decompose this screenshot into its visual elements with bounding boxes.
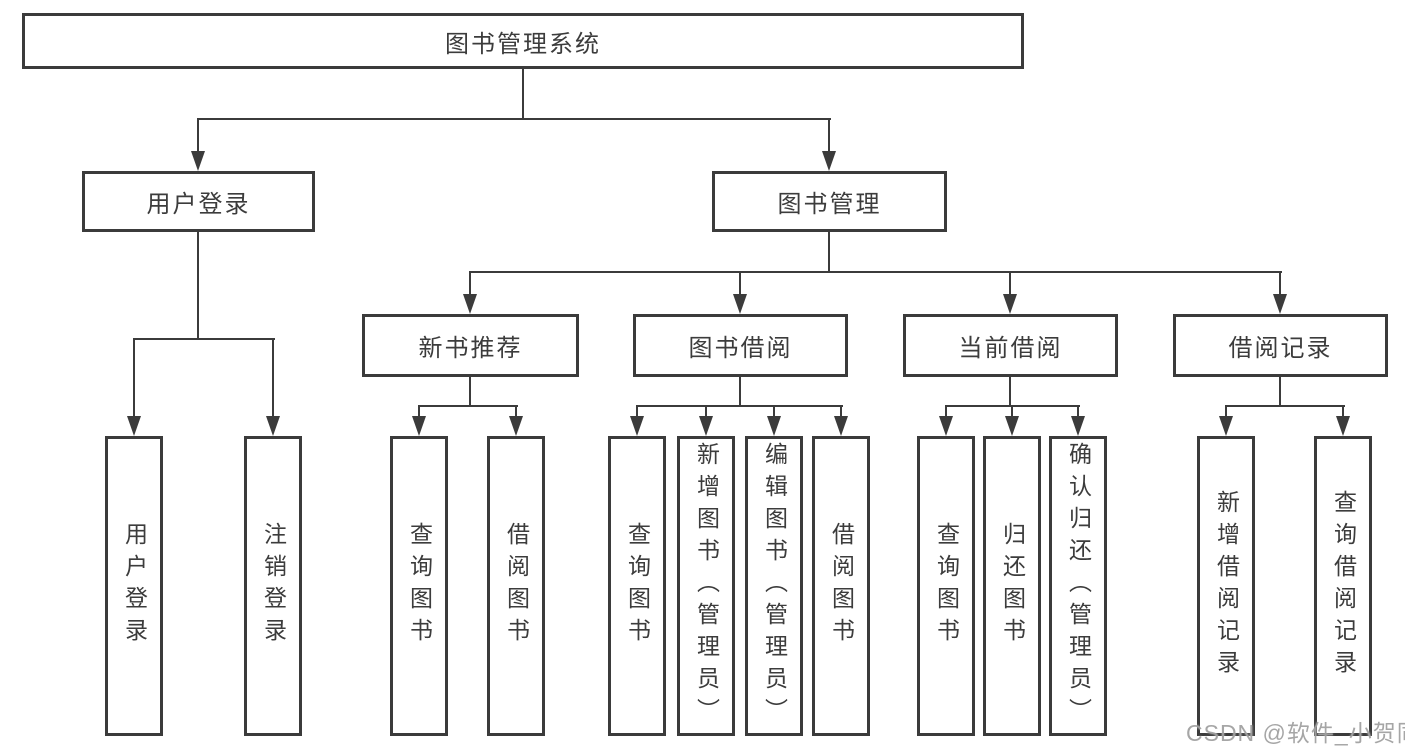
node-user-login: 用户登录 [82, 171, 315, 232]
leaf-current-query-books: 查询图书 [917, 436, 975, 736]
connector-user-login-horizontal [133, 338, 275, 340]
arrowhead-down-icon [834, 416, 848, 436]
node-book-management-label: 图书管理 [777, 191, 882, 218]
connector-root-stem [522, 69, 524, 119]
connector-drop-confirm-return [1077, 406, 1079, 419]
leaf-borrowing-borrow-books: 借阅图书 [812, 436, 870, 736]
leaf-logout-label: 注销登录 [260, 522, 287, 650]
node-borrowing-records: 借阅记录 [1173, 314, 1388, 377]
node-new-book-recommendation: 新书推荐 [362, 314, 579, 377]
connector-drop-recommend-query [418, 406, 420, 419]
arrowhead-down-icon [1005, 416, 1019, 436]
connector-drop-leaf-user-login [133, 339, 135, 418]
connector-drop-query-record [1342, 406, 1344, 419]
connector-drop-return-book [1011, 406, 1013, 419]
arrowhead-down-icon [1336, 416, 1350, 436]
csdn-watermark: CSDN @软件_小贺同学 [1186, 720, 1405, 746]
connector-drop-new-book-recommendation [469, 272, 471, 296]
arrowhead-down-icon [1273, 294, 1287, 314]
connector-book-management-stem [828, 232, 830, 272]
arrowhead-down-icon [767, 416, 781, 436]
node-root: 图书管理系统 [22, 13, 1024, 69]
node-book-borrowing: 图书借阅 [633, 314, 848, 377]
leaf-confirm-return-admin-label: 确认归还（管理员） [1065, 442, 1092, 730]
arrowhead-down-icon [463, 294, 477, 314]
connector-drop-recommend-borrow [515, 406, 517, 419]
leaf-edit-book-admin: 编辑图书（管理员） [745, 436, 803, 736]
node-root-label: 图书管理系统 [445, 30, 601, 58]
connector-level2-horizontal [197, 118, 831, 120]
arrowhead-down-icon [733, 294, 747, 314]
leaf-confirm-return-admin: 确认归还（管理员） [1049, 436, 1107, 736]
arrowhead-down-icon [1003, 294, 1017, 314]
connector-drop-current-borrowing [1009, 272, 1011, 296]
node-borrowing-records-label: 借阅记录 [1228, 335, 1333, 362]
node-user-login-label: 用户登录 [146, 191, 251, 218]
arrowhead-down-icon [412, 416, 426, 436]
arrowhead-down-icon [939, 416, 953, 436]
leaf-borrowing-query-books: 查询图书 [608, 436, 666, 736]
connector-records-horizontal [1225, 405, 1345, 407]
connector-borrowing-horizontal [636, 405, 843, 407]
leaf-recommend-borrow-books-label: 借阅图书 [503, 522, 530, 650]
connector-drop-edit-book [773, 406, 775, 419]
arrowhead-down-icon [630, 416, 644, 436]
leaf-add-book-admin-label: 新增图书（管理员） [693, 442, 720, 730]
leaf-add-borrow-record-label: 新增借阅记录 [1213, 490, 1240, 682]
arrowhead-down-icon [822, 151, 836, 171]
leaf-user-login-label: 用户登录 [121, 522, 148, 650]
leaf-current-query-books-label: 查询图书 [933, 522, 960, 650]
connector-drop-leaf-logout [272, 339, 274, 418]
connector-drop-book-borrowing [739, 272, 741, 296]
node-current-borrowing-label: 当前借阅 [958, 335, 1063, 362]
arrowhead-down-icon [191, 151, 205, 171]
connector-drop-user-login [197, 119, 199, 153]
connector-recommendation-horizontal [418, 405, 518, 407]
connector-drop-current-query [945, 406, 947, 419]
connector-borrowing-stem [739, 377, 741, 406]
leaf-recommend-query-books-label: 查询图书 [406, 522, 433, 650]
arrowhead-down-icon [127, 416, 141, 436]
leaf-edit-book-admin-label: 编辑图书（管理员） [761, 442, 788, 730]
leaf-logout: 注销登录 [244, 436, 302, 736]
arrowhead-down-icon [266, 416, 280, 436]
leaf-borrowing-borrow-books-label: 借阅图书 [828, 522, 855, 650]
leaf-return-book-label: 归还图书 [999, 522, 1026, 650]
connector-records-stem [1279, 377, 1281, 406]
connector-drop-add-record [1225, 406, 1227, 419]
leaf-recommend-query-books: 查询图书 [390, 436, 448, 736]
connector-drop-add-book [705, 406, 707, 419]
leaf-query-borrow-record: 查询借阅记录 [1314, 436, 1372, 736]
leaf-recommend-borrow-books: 借阅图书 [487, 436, 545, 736]
connector-level3-horizontal [469, 271, 1282, 273]
connector-drop-borrowing-borrow [840, 406, 842, 419]
node-book-borrowing-label: 图书借阅 [688, 335, 793, 362]
connector-recommendation-stem [469, 377, 471, 406]
arrowhead-down-icon [1219, 416, 1233, 436]
node-current-borrowing: 当前借阅 [903, 314, 1118, 377]
node-new-book-recommendation-label: 新书推荐 [418, 335, 523, 362]
leaf-query-borrow-record-label: 查询借阅记录 [1330, 490, 1357, 682]
connector-drop-borrowing-records [1279, 272, 1281, 296]
leaf-borrowing-query-books-label: 查询图书 [624, 522, 651, 650]
arrowhead-down-icon [699, 416, 713, 436]
node-book-management: 图书管理 [712, 171, 947, 232]
arrowhead-down-icon [509, 416, 523, 436]
connector-drop-borrowing-query [636, 406, 638, 419]
connector-drop-book-management [828, 119, 830, 153]
leaf-add-book-admin: 新增图书（管理员） [677, 436, 735, 736]
connector-current-stem [1009, 377, 1011, 406]
leaf-user-login: 用户登录 [105, 436, 163, 736]
leaf-add-borrow-record: 新增借阅记录 [1197, 436, 1255, 736]
leaf-return-book: 归还图书 [983, 436, 1041, 736]
arrowhead-down-icon [1071, 416, 1085, 436]
connector-user-login-stem [197, 232, 199, 339]
